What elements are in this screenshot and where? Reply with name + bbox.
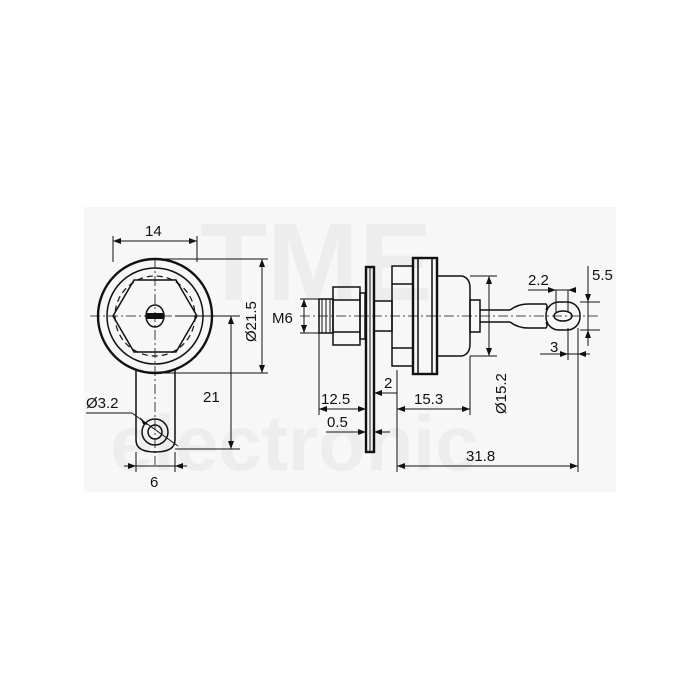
- arrowhead: [486, 276, 492, 284]
- arrowhead: [462, 406, 470, 412]
- watermark-panel: [84, 207, 616, 492]
- arrowhead: [189, 238, 197, 244]
- arrowhead: [397, 406, 405, 412]
- side-dimensions: M6 12.5 0.5 2 15.3 Ø15.2: [272, 266, 613, 472]
- arrowhead: [548, 287, 556, 293]
- watermark-top-text: TME: [200, 201, 432, 324]
- arrowhead: [301, 299, 307, 307]
- dim-front-height: 21: [203, 389, 220, 406]
- front-view: [90, 257, 215, 465]
- arrowhead: [319, 406, 327, 412]
- arrowhead: [585, 330, 591, 338]
- lug-end: [135, 439, 176, 453]
- watermark-bottom-text: electronic: [110, 399, 478, 487]
- terminal-hole: [553, 310, 573, 322]
- dim-body-length: 15.3: [414, 391, 443, 408]
- lead-bulge: [509, 303, 548, 329]
- arrowhead: [358, 406, 366, 412]
- arrowhead: [486, 348, 492, 356]
- dim-front-width: 14: [145, 223, 162, 240]
- lug-outer-ring: [141, 418, 169, 446]
- arrowhead: [374, 390, 382, 396]
- arrowhead: [128, 463, 136, 469]
- arrowhead: [358, 429, 366, 435]
- arrowhead: [113, 238, 121, 244]
- dim-term-hole-side: 3: [550, 339, 558, 356]
- dim-front-diameter: Ø21.5: [243, 301, 260, 342]
- dim-term-hole-top: 2.2: [528, 272, 549, 289]
- front-dimensions: 14 Ø21.5 21 Ø3.2 6: [86, 223, 268, 491]
- arrowhead: [228, 316, 234, 324]
- arrowhead: [228, 441, 234, 449]
- front-stud-slot: [146, 313, 164, 319]
- dim-thread: M6: [272, 310, 293, 327]
- arrowhead: [140, 417, 148, 425]
- arrowhead: [560, 351, 568, 357]
- arrowhead: [568, 287, 576, 293]
- lug-hole: [147, 424, 163, 440]
- dim-stud-length: 12.5: [321, 391, 350, 408]
- dim-term-height: 5.5: [592, 267, 613, 284]
- dim-gap: 2: [384, 375, 392, 392]
- leader-line: [131, 412, 179, 447]
- terminal-eyelet: [545, 301, 581, 331]
- dim-lug-hole: Ø3.2: [86, 395, 119, 412]
- side-view: [300, 256, 600, 454]
- arrowhead: [570, 463, 578, 469]
- arrowhead: [374, 429, 382, 435]
- arrowhead: [259, 259, 265, 267]
- dim-total-length: 31.8: [466, 448, 495, 465]
- dim-washer-thickness: 0.5: [327, 414, 348, 431]
- body-cap: [436, 275, 471, 357]
- arrowhead: [301, 325, 307, 333]
- arrowhead: [259, 365, 265, 373]
- arrowhead: [397, 463, 405, 469]
- arrowhead: [578, 351, 586, 357]
- arrowhead: [175, 463, 183, 469]
- body-neck: [469, 299, 481, 333]
- dim-lug-width: 6: [150, 474, 158, 491]
- arrowhead: [585, 294, 591, 302]
- dim-body-diameter: Ø15.2: [493, 373, 510, 414]
